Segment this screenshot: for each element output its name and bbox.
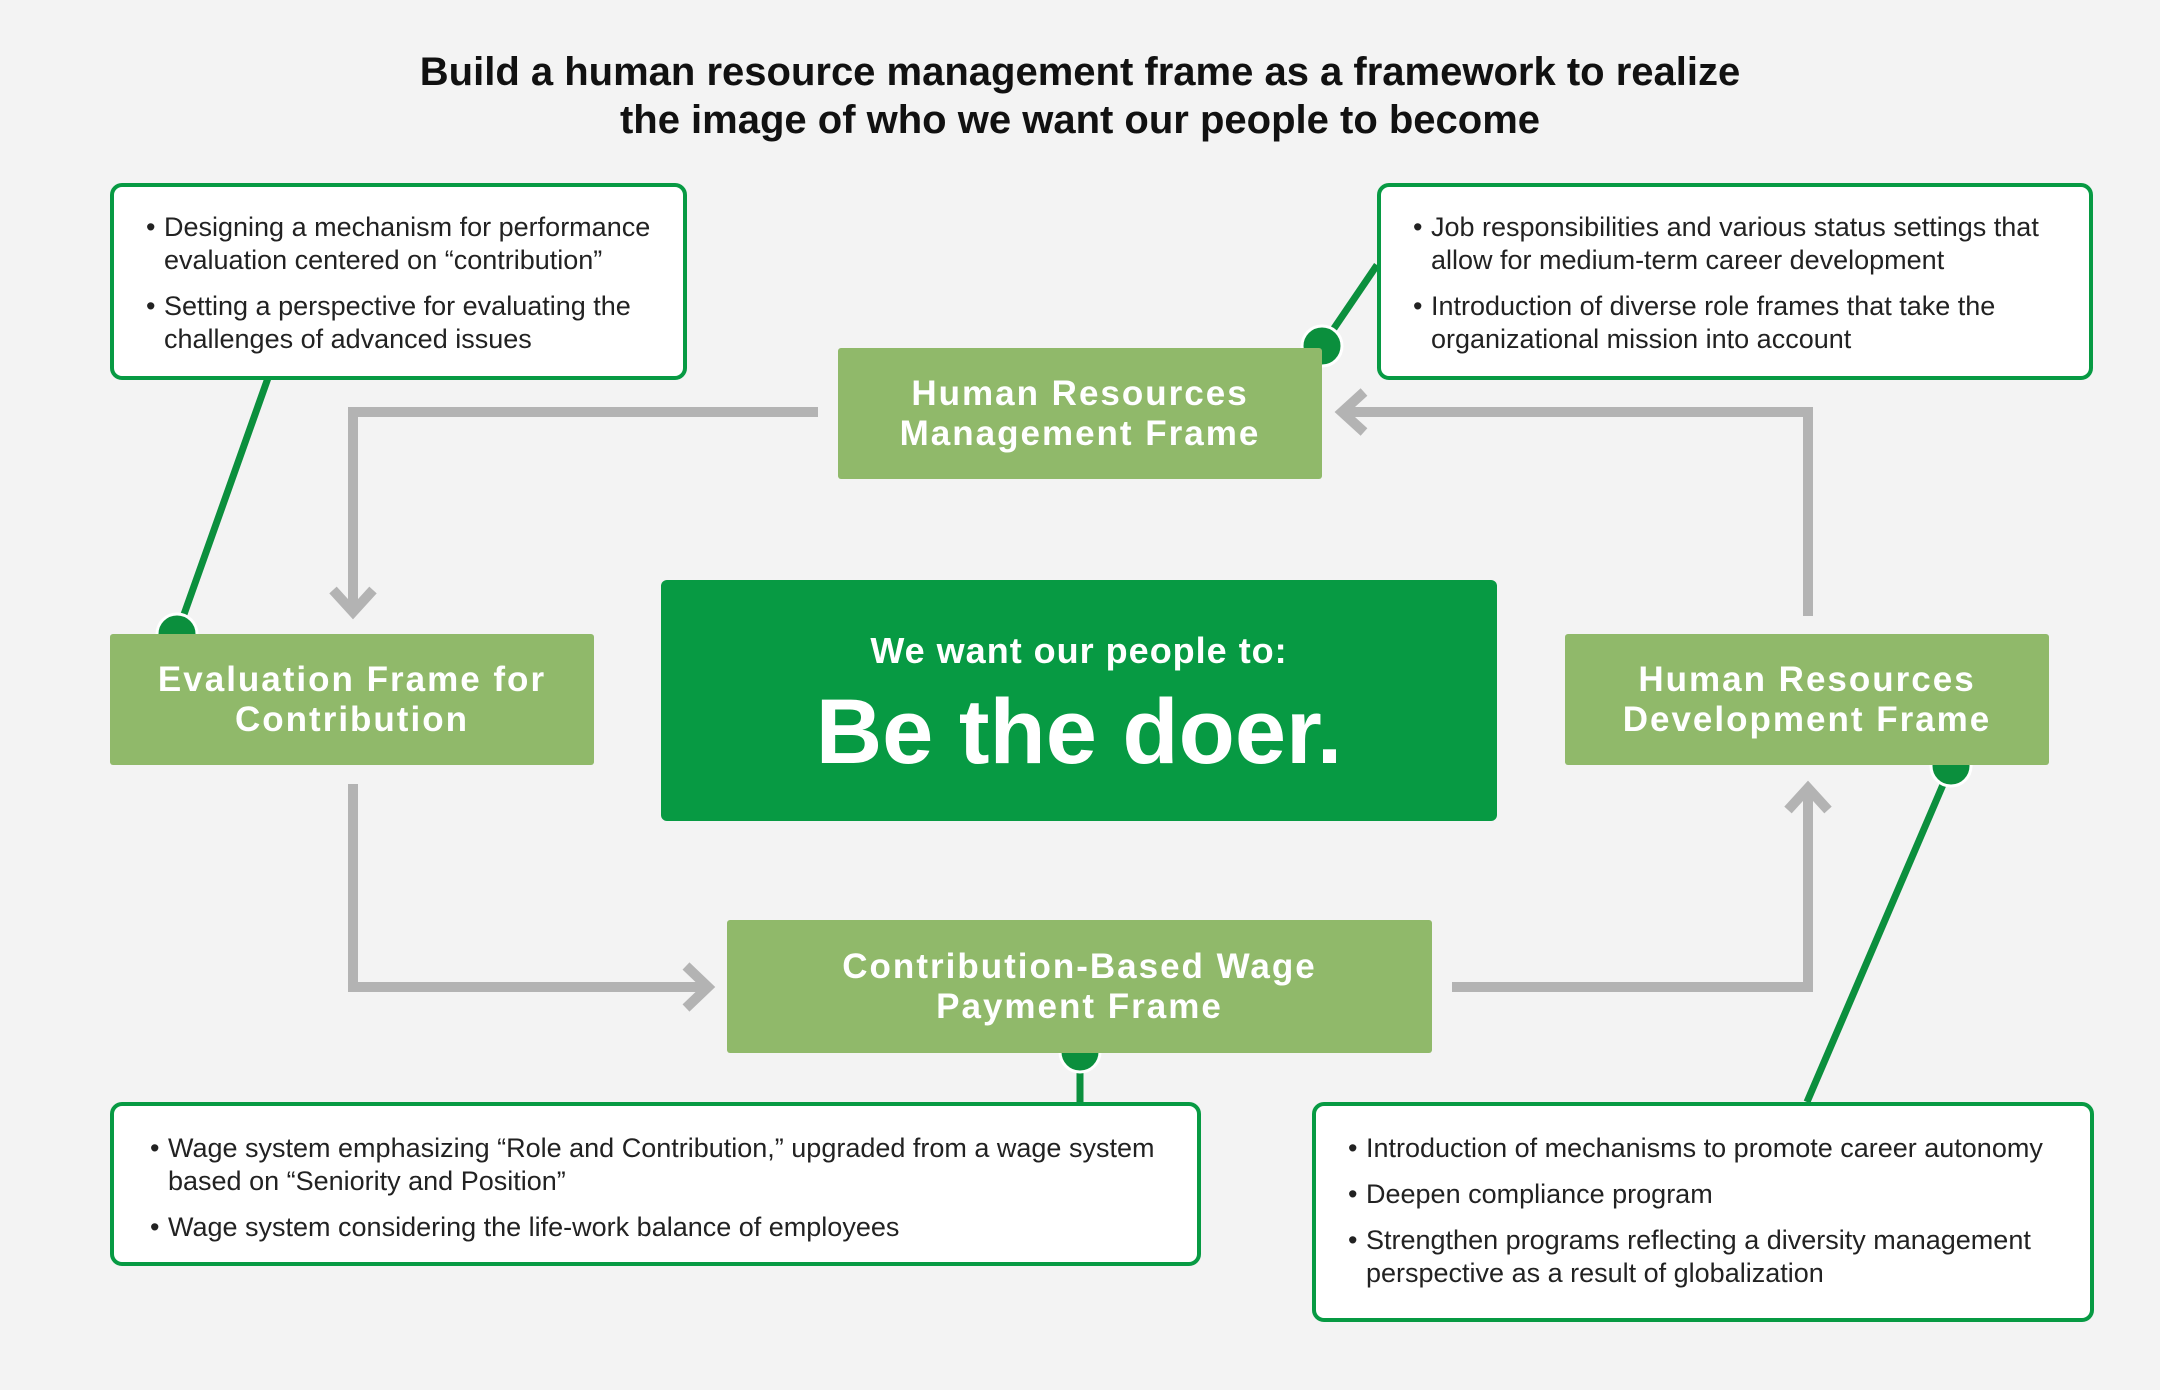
frame-evaluation-line-2: Contribution: [235, 699, 469, 739]
arrow-development-to-management: [1346, 407, 1813, 616]
note-hr-management-item: Introduction of diverse role frames that…: [1413, 290, 2069, 356]
connector-evaluation-note: [173, 376, 272, 636]
note-evaluation: Designing a mechanism for performance ev…: [110, 183, 687, 380]
frame-wage-payment-line-1: Contribution-Based Wage: [842, 946, 1317, 986]
arrow-wage-to-development: [1452, 792, 1813, 992]
frame-hr-development-line-1: Human Resources: [1638, 659, 1976, 699]
note-evaluation-item: Setting a perspective for evaluating the…: [146, 290, 663, 356]
central-subtitle: We want our people to:: [870, 630, 1288, 671]
frame-hr-development-line-2: Development Frame: [1622, 699, 1992, 739]
note-development: Introduction of mechanisms to promote ca…: [1312, 1102, 2094, 1322]
frame-wage-payment: Contribution-Based Wage Payment Frame: [727, 920, 1432, 1053]
note-development-item: Introduction of mechanisms to promote ca…: [1348, 1132, 2070, 1165]
arrow-head-development: [1784, 780, 1832, 814]
note-wage: Wage system emphasizing “Role and Contri…: [110, 1102, 1201, 1266]
title-line-2: the image of who we want our people to b…: [619, 98, 1541, 142]
central-headline: Be the doer.: [815, 681, 1343, 783]
arrow-head-management: [1334, 388, 1368, 436]
frame-hr-management-line-1: Human Resources: [911, 373, 1249, 413]
arrow-head-evaluation: [329, 586, 377, 620]
note-hr-management: Job responsibilities and various status …: [1377, 183, 2093, 380]
arrow-management-to-evaluation: [348, 407, 818, 608]
diagram-title: Build a human resource management frame …: [0, 48, 2160, 144]
frame-wage-payment-line-2: Payment Frame: [936, 986, 1223, 1026]
note-development-item: Strengthen programs reflecting a diversi…: [1348, 1224, 2070, 1290]
frame-evaluation-line-1: Evaluation Frame for: [157, 659, 547, 699]
frame-evaluation: Evaluation Frame for Contribution: [110, 634, 594, 765]
note-evaluation-item: Designing a mechanism for performance ev…: [146, 211, 663, 277]
frame-hr-management-line-2: Management Frame: [899, 413, 1261, 453]
connector-development-note: [1803, 764, 1955, 1104]
central-message-box: We want our people to: Be the doer.: [661, 580, 1497, 821]
note-hr-management-item: Job responsibilities and various status …: [1413, 211, 2069, 277]
frame-hr-management: Human Resources Management Frame: [838, 348, 1322, 479]
title-line-1: Build a human resource management frame …: [419, 50, 1741, 94]
note-wage-item: Wage system emphasizing “Role and Contri…: [150, 1132, 1177, 1198]
note-wage-item: Wage system considering the life-work ba…: [150, 1211, 1177, 1244]
arrow-head-wage: [682, 962, 716, 1012]
frame-hr-development: Human Resources Development Frame: [1565, 634, 2049, 765]
arrow-evaluation-to-wage: [348, 784, 702, 992]
note-development-item: Deepen compliance program: [1348, 1178, 2070, 1211]
